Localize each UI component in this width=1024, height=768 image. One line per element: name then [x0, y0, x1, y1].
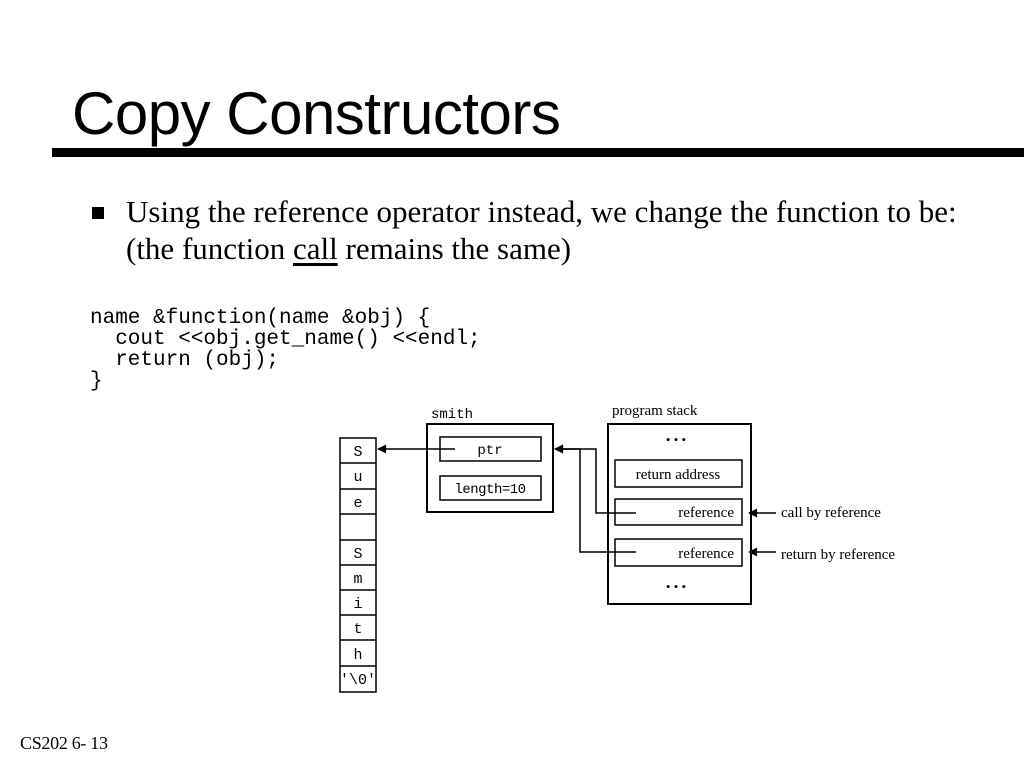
- code-line: return (obj);: [90, 349, 280, 372]
- char-array: S u e S m i t h '\0': [339, 437, 377, 693]
- code-line: cout <<obj.get_name() <<endl;: [90, 328, 481, 351]
- underlined-call-word: call: [293, 231, 338, 266]
- bullet-text-start: Using the reference operator instead, we…: [126, 194, 957, 266]
- char-cell: S: [353, 546, 362, 563]
- title-underline-bar: [52, 148, 1024, 157]
- length-field-label: length=10: [454, 482, 525, 498]
- length-field: [439, 475, 542, 501]
- char-cell: e: [353, 495, 362, 512]
- char-cell: m: [353, 571, 362, 588]
- char-cell: t: [353, 621, 362, 638]
- return-by-reference-annotation: return by reference: [781, 547, 895, 563]
- char-array-dividers: [340, 462, 376, 667]
- smith-object: smith ptr length=10: [426, 407, 554, 513]
- stack-ellipsis-bottom: • • •: [666, 579, 686, 594]
- bullet-point: Using the reference operator instead, we…: [126, 193, 986, 267]
- return-reference-arrow: [554, 444, 636, 553]
- reference-label: reference: [678, 505, 734, 521]
- program-stack-label: program stack: [612, 403, 698, 419]
- char-cell: i: [353, 596, 362, 613]
- code-line: }: [90, 370, 103, 393]
- reference-label: reference: [678, 546, 734, 562]
- slide-title: Copy Constructors: [72, 80, 561, 147]
- slide-footer: CS202 6- 13: [20, 733, 108, 753]
- ptr-field: [439, 436, 542, 462]
- return-address-cell: [614, 459, 743, 488]
- char-cell: S: [353, 444, 362, 461]
- char-cell: u: [353, 469, 362, 486]
- reference-cell-return: [614, 538, 743, 567]
- bullet-text-end: remains the same): [337, 231, 572, 266]
- stack-ellipsis-top: • • •: [666, 432, 686, 447]
- call-by-reference-annotation: call by reference: [781, 505, 881, 521]
- ptr-field-label: ptr: [477, 443, 502, 459]
- char-cell: h: [353, 647, 362, 664]
- code-block: name &function(name &obj) { cout <<obj.g…: [90, 308, 481, 392]
- object-label: smith: [431, 407, 473, 423]
- char-cell: '\0': [340, 672, 376, 689]
- square-bullet-icon: [92, 207, 104, 219]
- program-stack: program stack • • • return address refer…: [607, 403, 752, 605]
- return-address-label: return address: [636, 467, 721, 483]
- code-line: name &function(name &obj) {: [90, 307, 431, 330]
- reference-cell-call: [614, 498, 743, 526]
